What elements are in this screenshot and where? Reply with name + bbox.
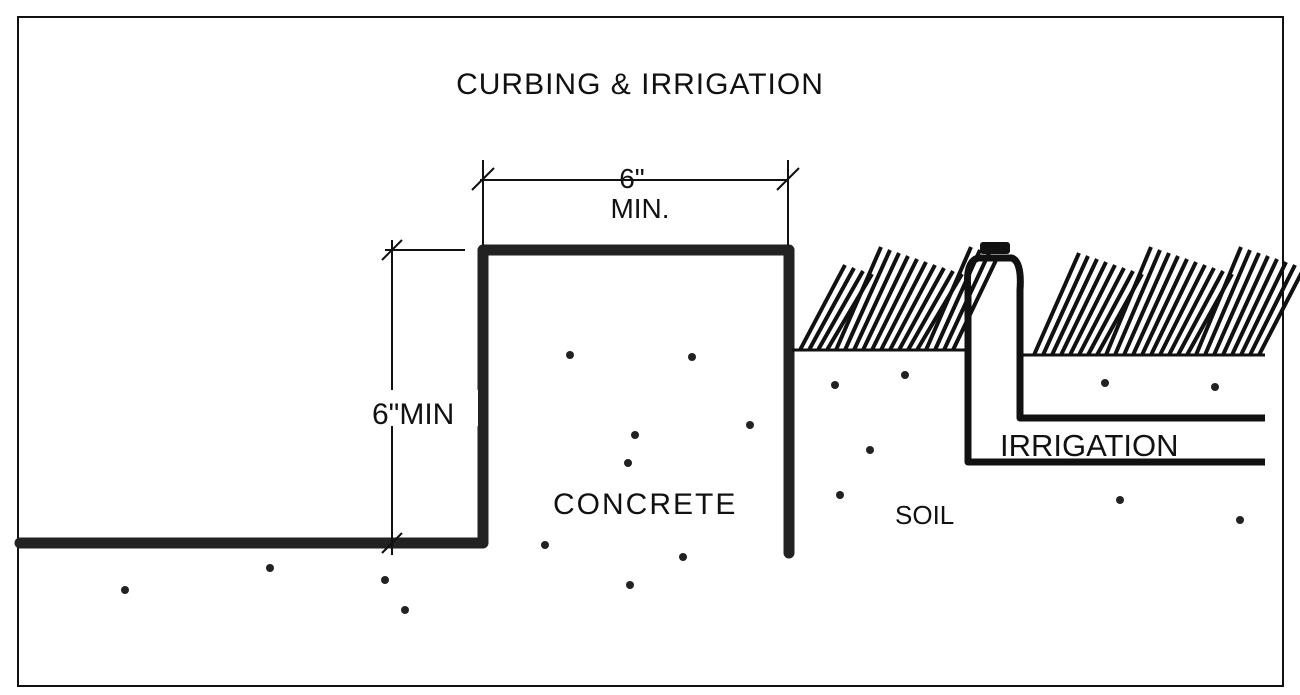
grass-blade bbox=[1203, 249, 1252, 356]
height-label: 6"MIN bbox=[372, 398, 454, 431]
grass-blade bbox=[1077, 267, 1126, 356]
grass-blade bbox=[1212, 252, 1261, 356]
irrigation-label: IRRIGATION bbox=[1000, 428, 1179, 463]
speck bbox=[831, 381, 839, 389]
grass-blade bbox=[834, 246, 883, 351]
speck bbox=[901, 371, 909, 379]
grass-blade bbox=[888, 264, 937, 351]
grass-blade bbox=[1194, 246, 1243, 356]
grass-blade bbox=[951, 255, 1000, 351]
speck bbox=[401, 606, 409, 614]
grass-blade bbox=[1140, 258, 1189, 356]
height-label-bg bbox=[370, 390, 478, 426]
diagram-title: CURBING & IRRIGATION bbox=[456, 68, 824, 101]
grass-blade bbox=[1176, 270, 1225, 356]
aggregate-specks bbox=[121, 351, 1244, 614]
width-value-label: 6" bbox=[619, 163, 645, 194]
grass-blade bbox=[1032, 252, 1081, 356]
sprinkler-head-cap bbox=[980, 242, 1010, 254]
speck bbox=[121, 586, 129, 594]
width-min-label: MIN. bbox=[610, 193, 669, 224]
width-dimension bbox=[471, 160, 800, 245]
speck bbox=[679, 553, 687, 561]
grass-hatching bbox=[798, 246, 1300, 356]
soil-label: SOIL bbox=[895, 500, 954, 530]
grass-blade bbox=[843, 249, 892, 351]
speck bbox=[1101, 379, 1109, 387]
speck bbox=[266, 564, 274, 572]
speck bbox=[688, 353, 696, 361]
grass-blade bbox=[1050, 258, 1099, 356]
grass-blade bbox=[897, 267, 946, 351]
speck bbox=[631, 431, 639, 439]
grass-blade bbox=[924, 246, 973, 351]
grass-blade bbox=[1221, 255, 1270, 356]
grass-blade bbox=[798, 264, 847, 351]
grass-blade bbox=[1248, 264, 1297, 356]
speck bbox=[566, 351, 574, 359]
grass-blade bbox=[852, 252, 901, 351]
grass-blade bbox=[1257, 271, 1300, 356]
speck bbox=[746, 421, 754, 429]
grass-blade bbox=[1149, 261, 1198, 356]
grass-blade bbox=[1041, 255, 1090, 356]
grass-blade bbox=[1122, 252, 1171, 356]
grass-blade bbox=[870, 258, 919, 351]
speck bbox=[836, 491, 844, 499]
speck bbox=[1116, 496, 1124, 504]
speck bbox=[1236, 516, 1244, 524]
speck bbox=[626, 581, 634, 589]
speck bbox=[866, 446, 874, 454]
speck bbox=[541, 541, 549, 549]
speck bbox=[381, 576, 389, 584]
irrigation-pipe bbox=[964, 254, 1265, 466]
grass-blade bbox=[1158, 264, 1207, 356]
grass-blade bbox=[1104, 246, 1153, 356]
concrete-label: CONCRETE bbox=[553, 488, 737, 521]
grass-blade bbox=[1113, 249, 1162, 356]
grass-blade bbox=[1086, 270, 1135, 356]
grass-blade bbox=[861, 255, 910, 351]
grass-blade bbox=[1167, 267, 1216, 356]
grass-blade bbox=[816, 270, 865, 351]
frame-border bbox=[17, 16, 1284, 687]
grass-blade bbox=[1230, 258, 1279, 356]
speck bbox=[624, 459, 632, 467]
grass-blade bbox=[906, 270, 955, 351]
curb-outline bbox=[14, 244, 795, 559]
grass-blade bbox=[1131, 255, 1180, 356]
grass-blade bbox=[807, 267, 856, 351]
grass-blade bbox=[879, 261, 928, 351]
grass-blade bbox=[1068, 264, 1117, 356]
grass-blade bbox=[1059, 261, 1108, 356]
grass-blade bbox=[1239, 261, 1288, 356]
speck bbox=[1211, 383, 1219, 391]
